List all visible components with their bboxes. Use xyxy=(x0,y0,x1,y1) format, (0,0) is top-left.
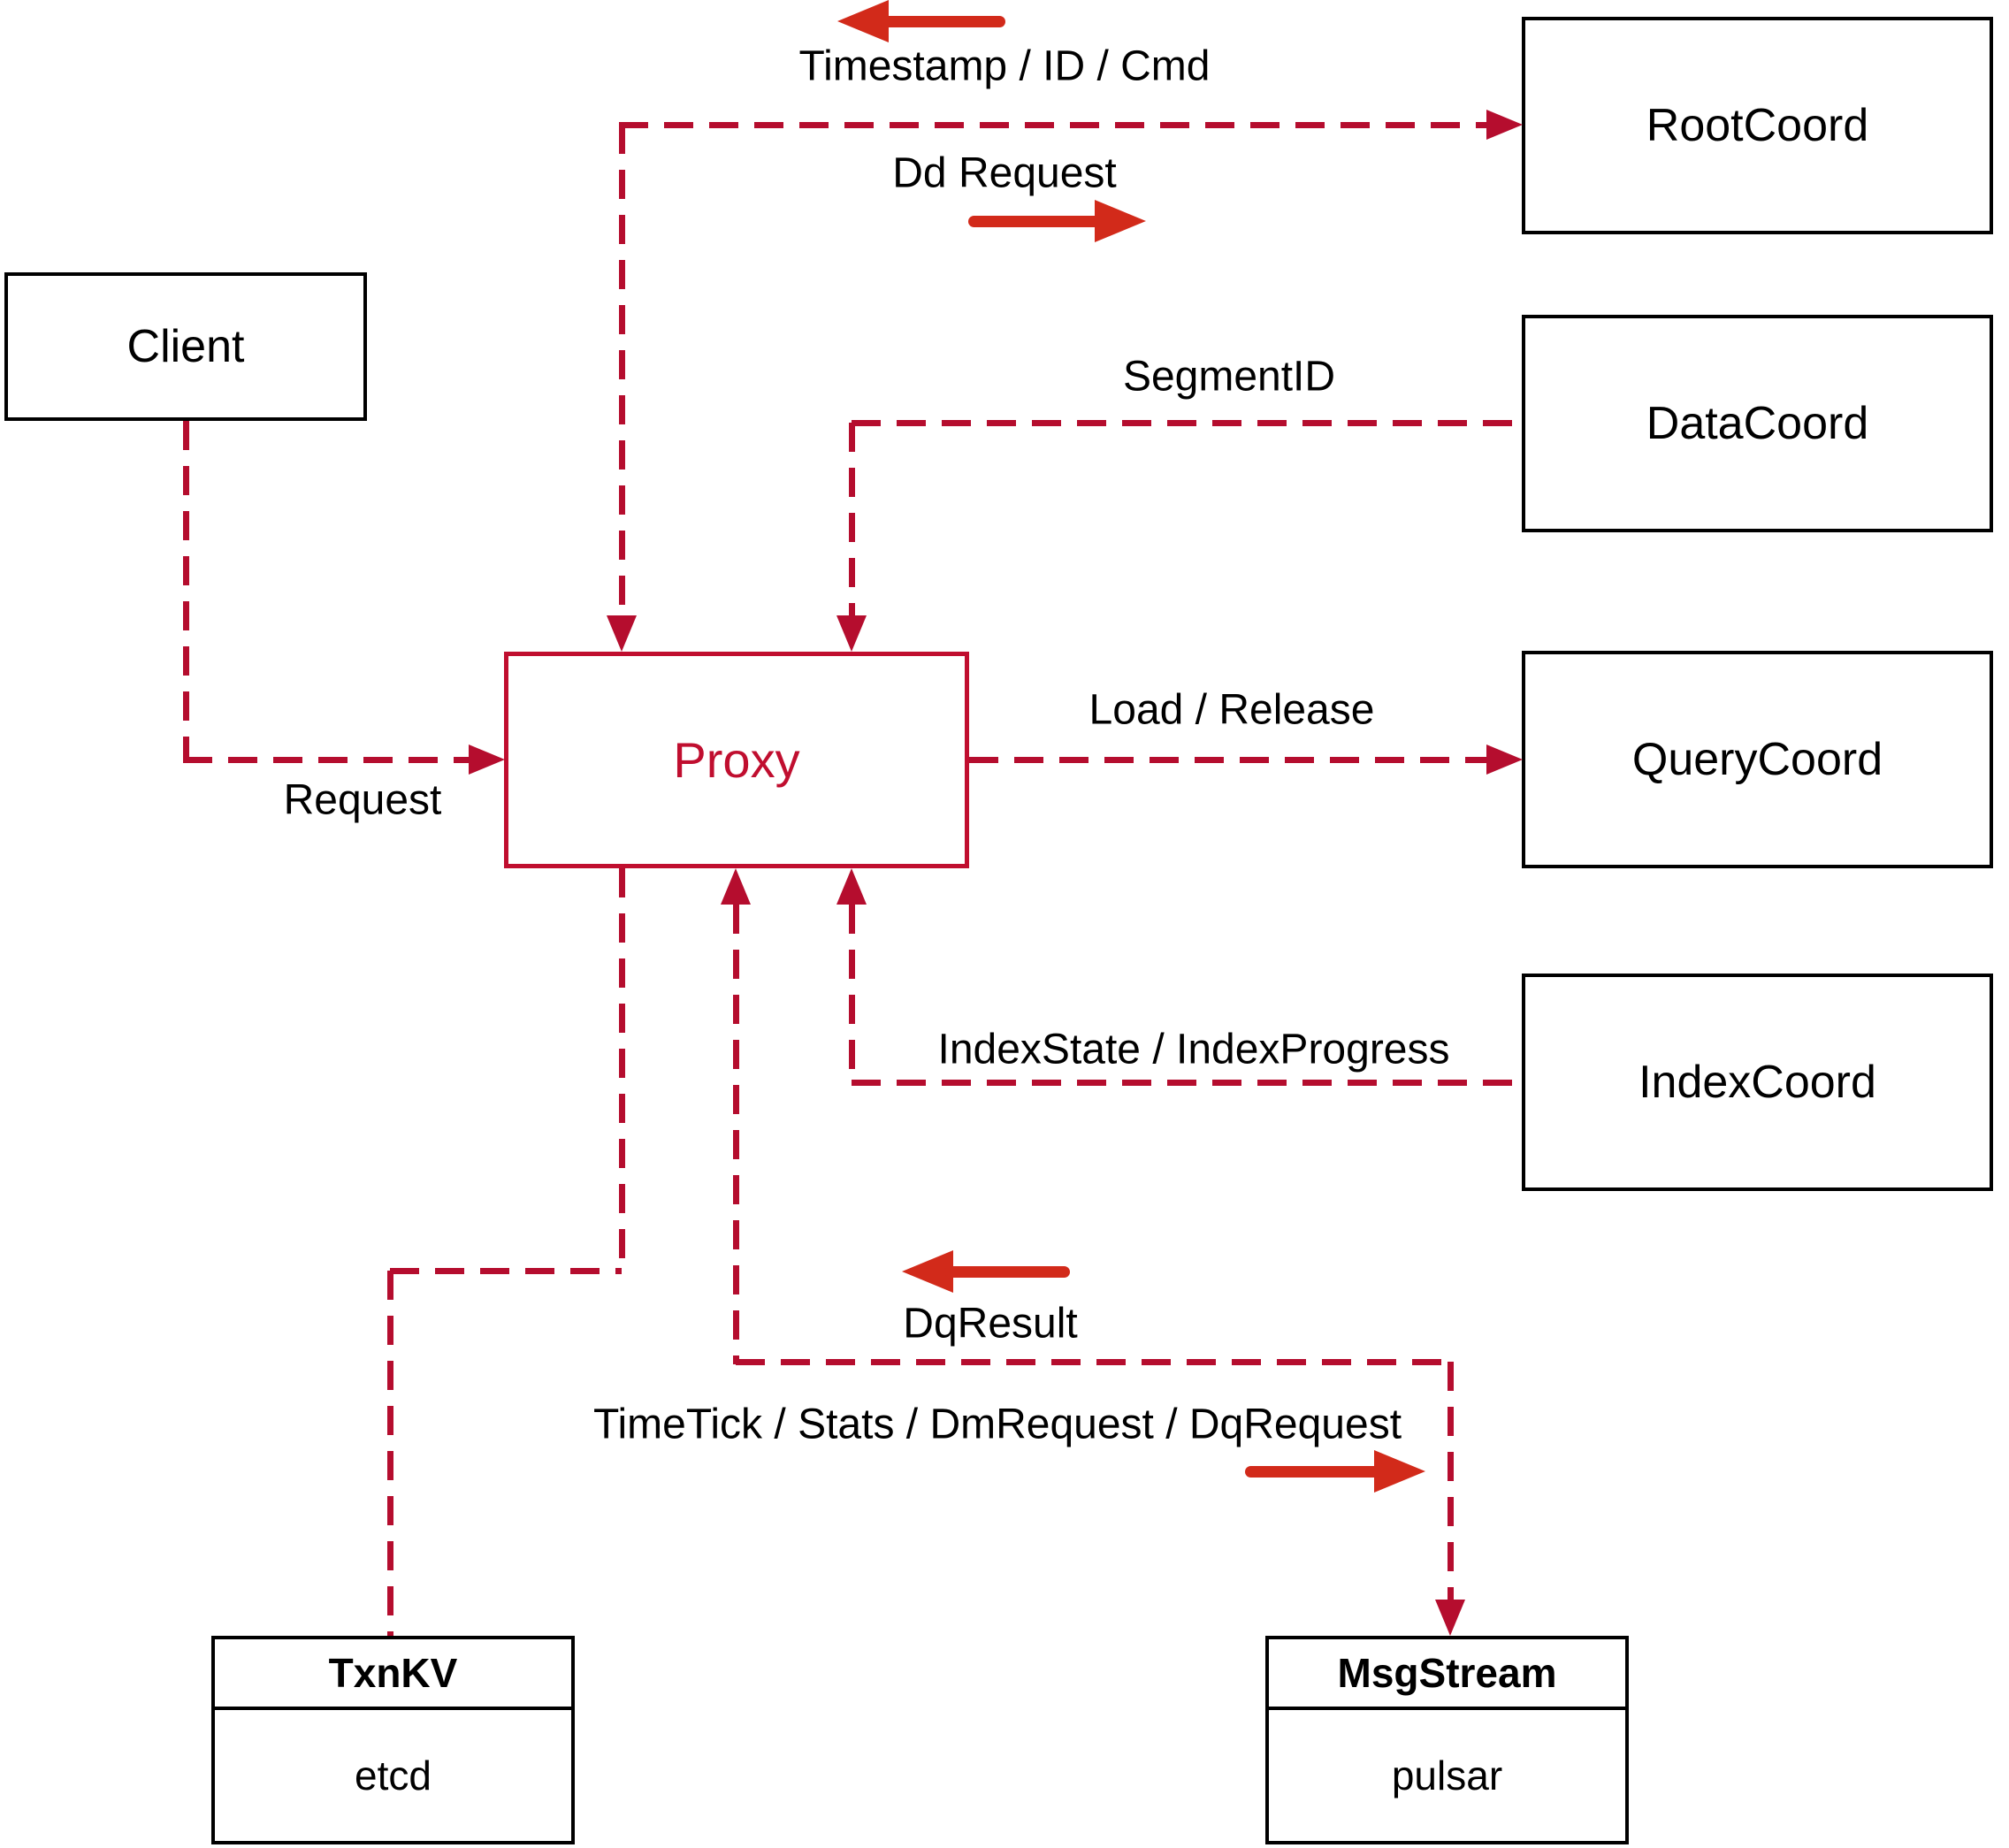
client-node: Client xyxy=(4,272,367,421)
edge-label-load-release: Load / Release xyxy=(1089,686,1375,734)
arrowhead-into-querycoord xyxy=(1486,745,1523,775)
proxy-rootcoord-hline xyxy=(619,122,1486,128)
rootcoord-node: RootCoord xyxy=(1522,17,1993,234)
edge-label-dd-request: Dd Request xyxy=(892,149,1117,197)
proxy-node: Proxy xyxy=(504,652,969,868)
arrowhead-into-rootcoord xyxy=(1486,110,1523,140)
msgstream-node-impl: pulsar xyxy=(1391,1753,1503,1798)
txnkv-node-title: TxnKV xyxy=(215,1639,571,1710)
direction-arrow-left-dqresult xyxy=(902,1250,1070,1293)
client-node-label: Client xyxy=(126,321,245,372)
arrowhead-into-proxy-bottom-left xyxy=(721,868,751,905)
indexcoord-proxy-hline xyxy=(852,1080,1522,1086)
client-proxy-hline xyxy=(183,757,470,763)
proxy-node-label: Proxy xyxy=(673,732,800,788)
direction-arrow-right-timetick xyxy=(1245,1450,1425,1493)
querycoord-node: QueryCoord xyxy=(1522,651,1993,868)
querycoord-node-label: QueryCoord xyxy=(1631,734,1883,785)
indexcoord-proxy-vline xyxy=(849,905,855,1082)
indexcoord-node: IndexCoord xyxy=(1522,974,1993,1191)
msgstream-proxy-vline xyxy=(733,905,739,1364)
arrowhead-into-msgstream xyxy=(1435,1600,1465,1636)
rootcoord-proxy-vline xyxy=(619,125,625,616)
arrowhead-into-proxy-left xyxy=(469,745,505,775)
txnkv-node-impl: etcd xyxy=(355,1753,432,1798)
proxy-querycoord-hline xyxy=(969,757,1486,763)
edge-label-indexstate-indexprogress: IndexState / IndexProgress xyxy=(937,1026,1450,1073)
datacoord-proxy-hline xyxy=(852,420,1522,426)
indexcoord-node-label: IndexCoord xyxy=(1639,1057,1876,1108)
msgstream-node: MsgStream pulsar xyxy=(1265,1636,1629,1844)
proxy-txnkv-vline-upper xyxy=(619,868,625,1273)
client-proxy-vline xyxy=(183,421,189,760)
datacoord-proxy-vline xyxy=(849,423,855,616)
direction-arrow-left-timestamp xyxy=(837,0,1005,42)
edge-label-timestamp-id-cmd: Timestamp / ID / Cmd xyxy=(798,42,1211,90)
arrowhead-into-proxy-top-left xyxy=(607,615,637,652)
direction-arrow-right-dd-request xyxy=(968,200,1146,242)
edge-label-dqresult: DqResult xyxy=(903,1300,1078,1348)
proxy-txnkv-hline xyxy=(390,1268,622,1274)
proxy-txnkv-vline-lower xyxy=(387,1271,393,1636)
arrow-right-icon xyxy=(1374,1450,1425,1493)
proxy-msgstream-vline xyxy=(1448,1362,1454,1602)
rootcoord-node-label: RootCoord xyxy=(1646,100,1869,151)
arrow-right-icon xyxy=(1095,200,1146,242)
edge-label-timetick-stats-dmrequest-dqrequest: TimeTick / Stats / DmRequest / DqRequest xyxy=(592,1401,1402,1448)
datacoord-node-label: DataCoord xyxy=(1646,398,1869,449)
arrowhead-into-proxy-top-right xyxy=(836,615,867,652)
arrowhead-into-proxy-bottom-right xyxy=(836,868,867,905)
edge-label-request: Request xyxy=(283,776,442,824)
proxy-msgstream-hline xyxy=(736,1359,1450,1365)
msgstream-node-title: MsgStream xyxy=(1269,1639,1625,1710)
edge-label-segmentid: SegmentID xyxy=(1122,353,1336,401)
txnkv-node: TxnKV etcd xyxy=(211,1636,575,1844)
datacoord-node: DataCoord xyxy=(1522,315,1993,532)
